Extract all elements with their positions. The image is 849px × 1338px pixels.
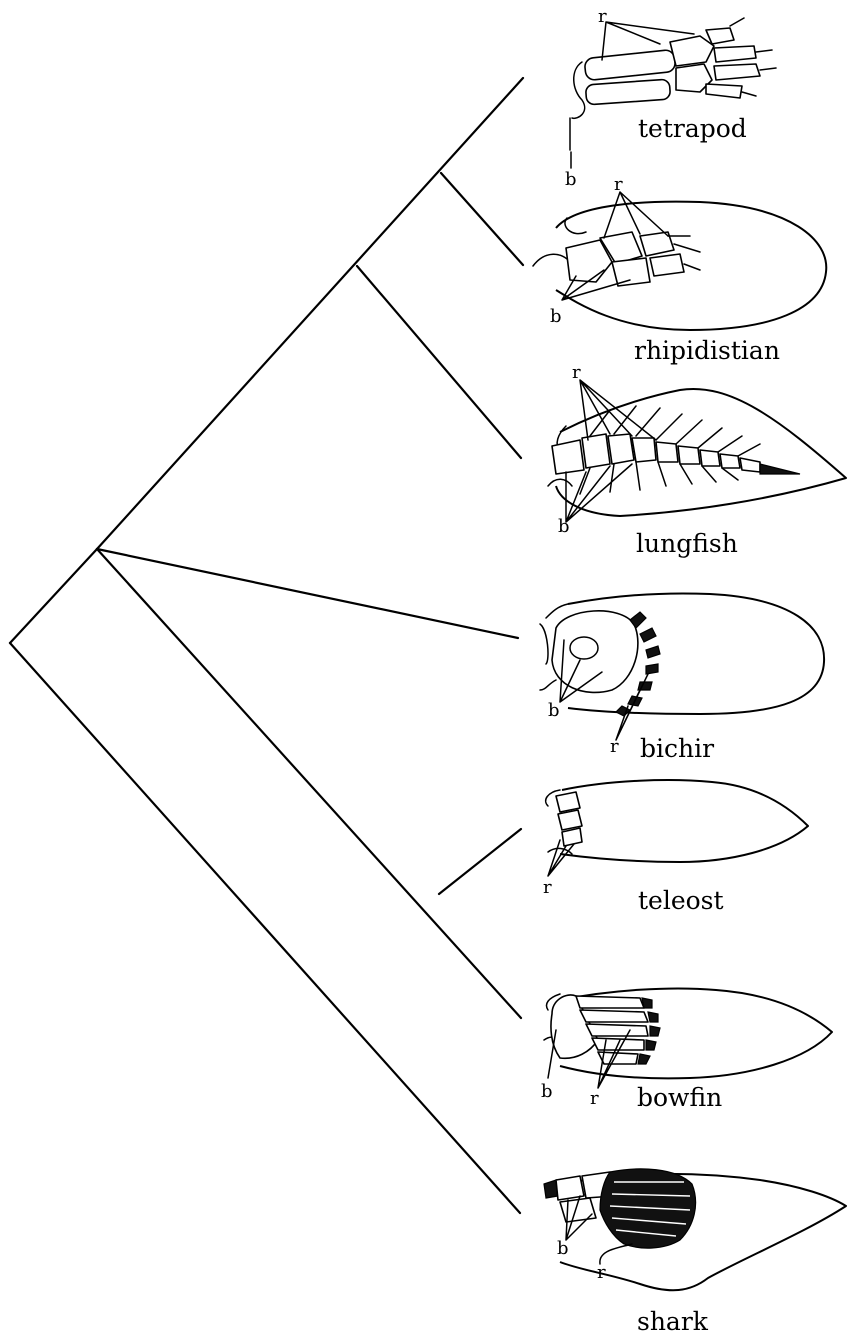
taxon-label-bichir: bichir: [640, 734, 714, 763]
tetrapod-digit-2: [714, 46, 756, 62]
lungfish-axis-5: [656, 442, 678, 462]
rhipidistian-fin-drawing: r b: [533, 174, 826, 330]
bichir-basal-label: b: [548, 700, 560, 721]
rhipidistian-radial-pointers: [604, 192, 668, 238]
tetrapod-digit-1: [706, 28, 734, 44]
tetrapod-basal-label: b: [565, 169, 577, 190]
lungfish-axis-1: [552, 440, 584, 474]
branch-sarcopterygii-stem: [97, 78, 523, 549]
tetrapod-digit-3: [714, 64, 760, 80]
taxon-label-lungfish: lungfish: [636, 529, 738, 558]
tetrapod-radial-label: r: [598, 6, 607, 27]
lungfish-fin-drawing: r b: [548, 362, 846, 537]
branch-teleost: [439, 829, 521, 894]
lungfish-radial-label: r: [572, 362, 581, 383]
tetrapod-limb-drawing: r b: [565, 6, 776, 190]
teleost-radial-1: [556, 792, 580, 812]
bowfin-radial-3: [586, 1024, 648, 1036]
lungfish-axis-4: [632, 438, 656, 462]
taxon-label-shark: shark: [637, 1307, 709, 1336]
shark-radial-pointer: [600, 1244, 632, 1264]
lungfish-axis-8: [720, 454, 740, 468]
taxon-label-teleost: teleost: [638, 886, 724, 915]
bowfin-radial-label: r: [590, 1088, 599, 1109]
rhipidistian-basal-3: [612, 258, 650, 286]
rhipidistian-basal-label: b: [550, 306, 562, 327]
teleost-radial-label: r: [543, 877, 552, 898]
taxon-label-rhipidistian: rhipidistian: [634, 336, 780, 365]
bichir-fin-drawing: b r: [540, 593, 824, 757]
teleost-fin-outline: [560, 780, 808, 862]
lungfish-axis-6: [678, 446, 700, 464]
bichir-radial-label: r: [610, 736, 619, 757]
lungfish-axis-9: [740, 458, 760, 472]
shark-basal-label: b: [557, 1238, 569, 1259]
tetrapod-girdle: [572, 62, 585, 118]
rhipidistian-radial-label: r: [614, 174, 623, 195]
bowfin-radial-2: [580, 1010, 648, 1022]
lungfish-axis-7: [700, 450, 720, 466]
lungfish-axis-2: [582, 434, 610, 468]
lungfish-axis-tip: [760, 464, 800, 474]
lungfish-radial-pointers: [580, 380, 656, 440]
shark-radial-label: r: [597, 1262, 606, 1283]
lungfish-axis-3: [608, 434, 634, 464]
tetrapod-humerus: [584, 49, 676, 80]
bowfin-basal-label: b: [541, 1081, 553, 1102]
tetrapod-digit-4: [706, 84, 742, 98]
teleost-fin-drawing: r: [543, 780, 808, 898]
branch-rhipidistian: [441, 173, 523, 265]
lungfish-basal-label: b: [558, 516, 570, 537]
bichir-basal-plate: [552, 611, 638, 693]
rhipidistian-radial-2: [650, 254, 684, 276]
branch-bichir: [97, 549, 518, 638]
branch-lungfish: [357, 266, 521, 458]
tree-branches: [10, 78, 523, 1213]
bowfin-radial-1: [576, 996, 644, 1008]
branch-shark: [10, 643, 520, 1213]
teleost-radial-2: [558, 810, 582, 830]
branch-root-osteichthyes: [10, 549, 97, 643]
taxon-label-bowfin: bowfin: [637, 1083, 722, 1112]
branch-bowfin: [97, 549, 521, 1018]
tetrapod-carpal-1: [670, 36, 714, 66]
taxon-label-tetrapod: tetrapod: [638, 114, 747, 143]
teleost-radial-3: [562, 828, 582, 846]
tetrapod-radius: [585, 79, 670, 105]
shark-fin-drawing: b r: [544, 1169, 846, 1290]
